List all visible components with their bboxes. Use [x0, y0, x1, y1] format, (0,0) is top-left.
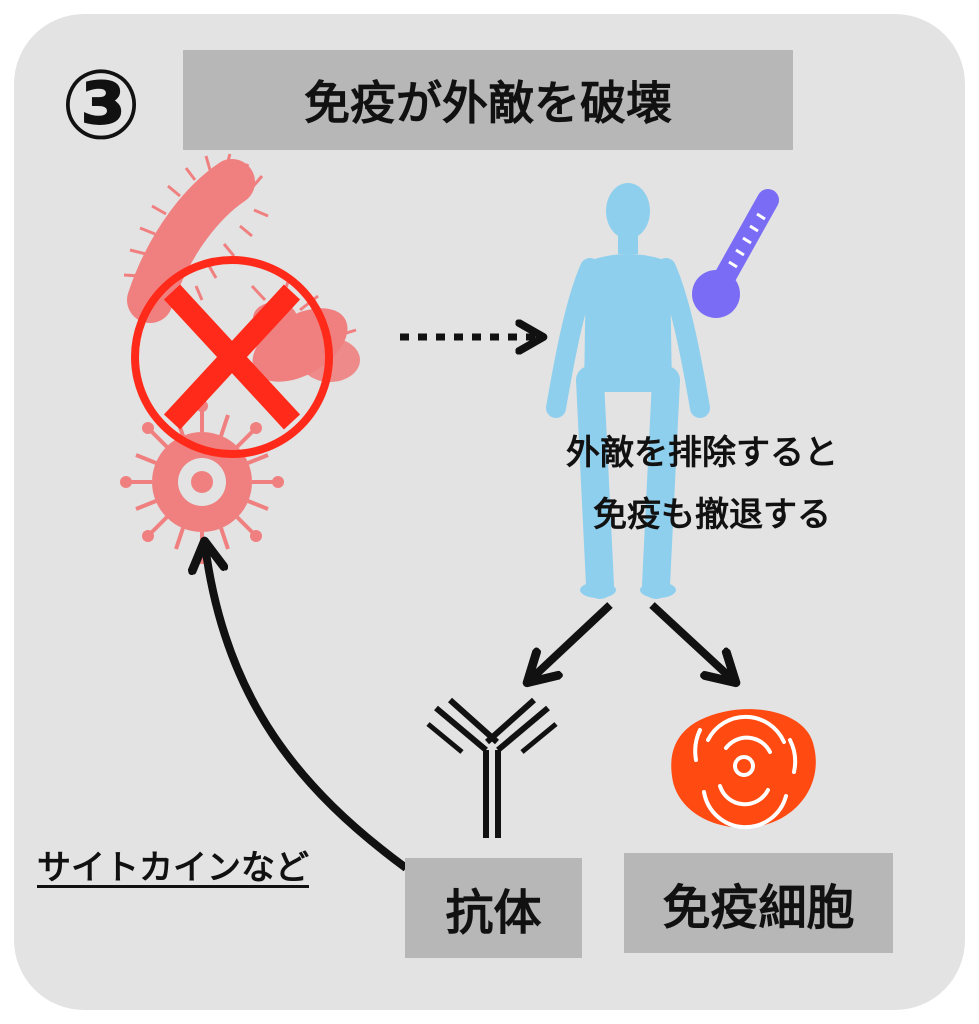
step-number: ③ — [60, 49, 142, 161]
antibody-label-box: 抗体 — [405, 858, 582, 958]
caption-line-2: 免疫も撤退する — [593, 495, 831, 535]
antibody-icon — [426, 697, 558, 838]
virus-icon — [120, 400, 284, 564]
arrow-to-immune-cell — [649, 602, 733, 680]
human-body-icon — [546, 183, 710, 599]
cytokine-label: サイトカインなど — [37, 848, 309, 888]
caption-line-1: 外敵を排除すると — [566, 433, 838, 473]
bacterium-icon — [123, 153, 269, 323]
arrow-to-antibody — [530, 602, 613, 680]
destroyed-cross-icon — [131, 256, 333, 458]
immune-cell-label-box: 免疫細胞 — [624, 853, 893, 953]
title-box: 免疫が外敵を破壊 — [183, 50, 793, 150]
antibody-label: 抗体 — [445, 885, 542, 941]
immune-cell-label: 免疫細胞 — [662, 880, 855, 936]
cytokine-arrow — [205, 545, 409, 872]
immune-cell-icon — [671, 709, 816, 830]
page-title: 免疫が外敵を破壊 — [304, 76, 672, 130]
thermometer-icon — [692, 189, 779, 318]
